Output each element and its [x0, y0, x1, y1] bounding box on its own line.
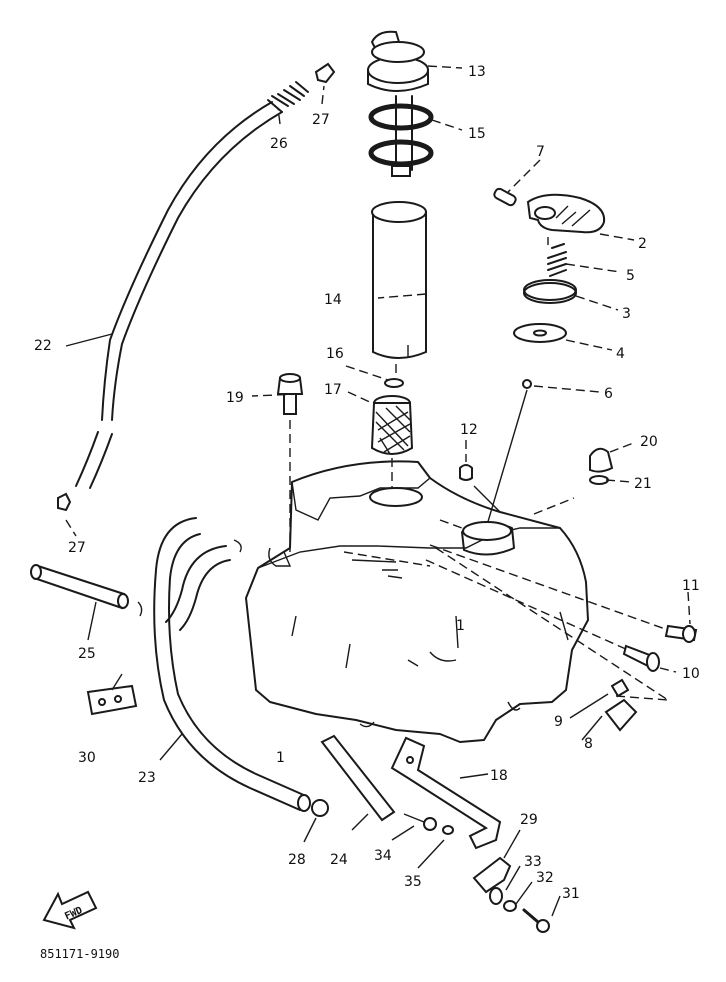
- part-labels: 13 15 7 2 5 3 4 6 14 16 17 19 12 20 21 2…: [34, 64, 700, 902]
- damper-and-washer: [589, 447, 614, 485]
- diagram-code: 851171-9190: [40, 947, 119, 961]
- screw-and-nut: [403, 813, 454, 835]
- label-7: 7: [536, 144, 545, 160]
- label-10: 10: [682, 666, 700, 682]
- label-12: 12: [460, 422, 478, 438]
- label-26: 26: [270, 136, 288, 152]
- assembly-lines: [343, 485, 669, 701]
- label-5: 5: [626, 268, 635, 284]
- label-28: 28: [288, 852, 306, 868]
- label-13: 13: [468, 64, 486, 80]
- label-31: 31: [562, 886, 580, 902]
- damper-strip: [320, 734, 396, 822]
- washer-set: [368, 103, 434, 177]
- label-33: 33: [524, 854, 542, 870]
- label-29: 29: [520, 812, 538, 828]
- o-ring: [384, 364, 404, 388]
- label-14: 14: [324, 292, 342, 308]
- label-32: 32: [536, 870, 554, 886]
- leader-lines: [65, 65, 691, 917]
- label-25: 25: [78, 646, 96, 662]
- label-27-top: 27: [312, 112, 330, 128]
- label-22: 22: [34, 338, 52, 354]
- label-15: 15: [468, 126, 486, 142]
- fuel-strainer: [370, 395, 414, 492]
- label-34: 34: [374, 848, 392, 864]
- label-23: 23: [138, 770, 156, 786]
- bracket-left: [86, 684, 138, 716]
- breather-hose-upper: [57, 62, 336, 512]
- label-21: 21: [634, 476, 652, 492]
- label-24: 24: [330, 852, 348, 868]
- label-20: 20: [640, 434, 658, 450]
- label-18: 18: [490, 768, 508, 784]
- filler-cap-assembly: [486, 187, 606, 526]
- label-16: 16: [326, 346, 344, 362]
- label-35: 35: [404, 874, 422, 890]
- label-3: 3: [622, 306, 631, 322]
- label-6: 6: [604, 386, 613, 402]
- rear-bracket-hardware: [472, 856, 550, 933]
- label-1-hose: 1: [276, 750, 285, 766]
- cock-bracket: [604, 678, 638, 732]
- hose-straight: [30, 564, 143, 617]
- label-30: 30: [78, 750, 96, 766]
- fuel-pipe: [371, 201, 427, 359]
- label-8: 8: [584, 736, 593, 752]
- fuel-cock-knob: [367, 30, 429, 171]
- label-9: 9: [554, 714, 563, 730]
- fuel-hose-curved: [153, 517, 311, 812]
- label-4: 4: [616, 346, 625, 362]
- label-27-left: 27: [68, 540, 86, 556]
- side-bolts: [622, 624, 698, 672]
- grommet: [459, 464, 473, 481]
- label-1-tank: 1: [456, 618, 465, 634]
- stay-bracket: [390, 736, 502, 850]
- fuel-tank-body: [245, 460, 589, 743]
- hose-clip: [311, 799, 329, 817]
- front-arrow-icon: FWD: [42, 890, 98, 930]
- label-2: 2: [638, 236, 647, 252]
- label-17: 17: [324, 382, 342, 398]
- label-19: 19: [226, 390, 244, 406]
- label-11: 11: [682, 578, 700, 594]
